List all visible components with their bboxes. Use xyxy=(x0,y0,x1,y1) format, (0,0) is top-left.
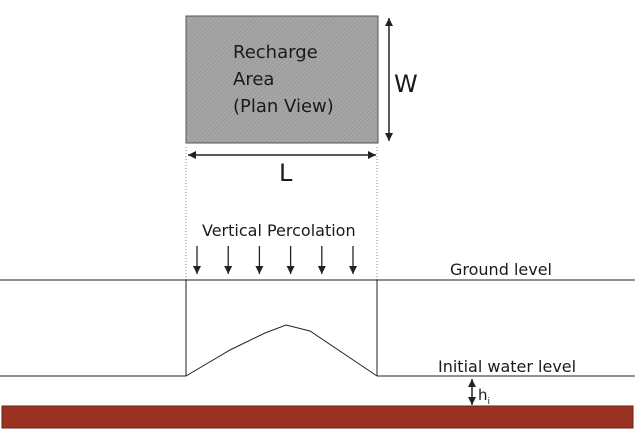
recharge-area-box xyxy=(185,15,379,144)
impermeable-layer xyxy=(1,405,634,429)
recharge-area-label-line3: (Plan View) xyxy=(233,96,334,117)
hi-label-subscript: i xyxy=(488,397,491,407)
groundwater-mound-curve xyxy=(185,324,378,377)
hi-label: hi xyxy=(478,386,490,407)
length-label: L xyxy=(279,159,293,187)
width-label: W xyxy=(394,70,418,98)
recharge-area-label-line1: Recharge xyxy=(233,42,318,63)
ground-level-label: Ground level xyxy=(450,260,552,279)
initial-water-level-label: Initial water level xyxy=(438,357,576,376)
vertical-percolation-label: Vertical Percolation xyxy=(202,221,356,240)
hi-label-main: h xyxy=(478,386,488,404)
percolation-arrows xyxy=(193,246,357,274)
recharge-area-label-line2: Area xyxy=(233,69,274,90)
